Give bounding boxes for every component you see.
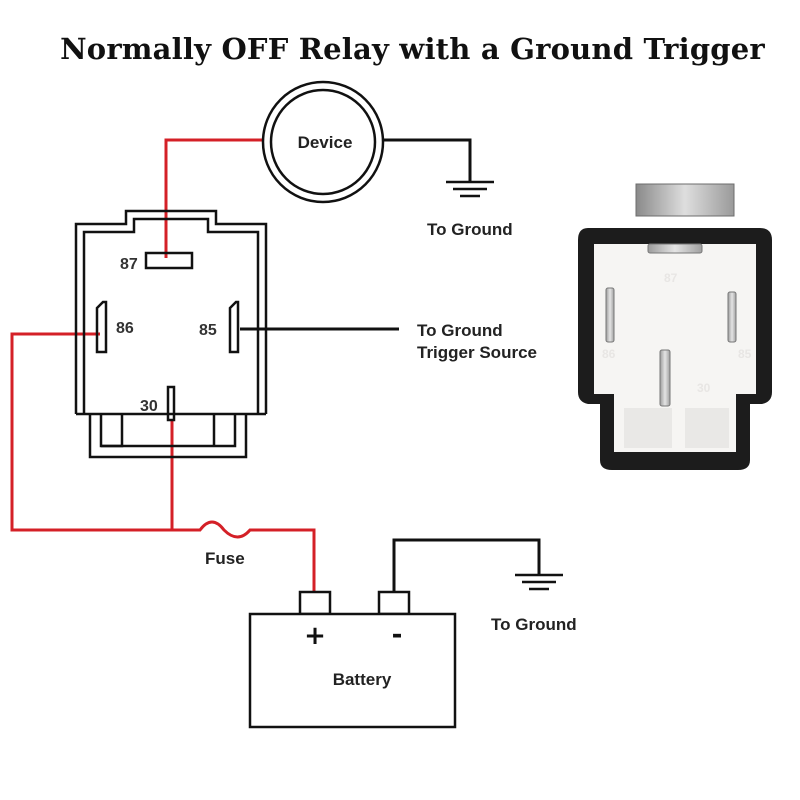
fuse-wire (172, 520, 316, 592)
device-lamp: Device (261, 80, 385, 204)
fuse-label: Fuse (205, 549, 245, 568)
to-ground-trigger-label: To Ground (417, 321, 503, 340)
pin-30-label: 30 (140, 398, 158, 415)
red-wires (10, 138, 316, 592)
relay-schematic (74, 209, 268, 459)
photo-pin-87-label: 87 (664, 271, 678, 285)
to-ground-device-label: To Ground (427, 220, 513, 239)
wire-87-to-device (164, 138, 264, 258)
pin-86-label: 86 (116, 320, 134, 337)
battery-plus-sign: + (304, 621, 326, 651)
pin-87-label: 87 (120, 256, 138, 273)
trigger-source-label: Trigger Source (417, 343, 537, 362)
black-wires (240, 138, 541, 592)
ground-symbol-top (446, 180, 494, 198)
wire-86-to-battery (10, 332, 172, 532)
wire-battery-minus-to-ground (392, 538, 541, 592)
diagram-title: Normally OFF Relay with a Ground Trigger (60, 32, 765, 66)
to-ground-battery-label: To Ground (491, 615, 577, 634)
battery (248, 590, 457, 729)
battery-minus-sign: - (392, 620, 403, 650)
relay-photo: 87 86 85 30 (578, 183, 772, 470)
ground-symbol-battery (515, 573, 563, 591)
device-label: Device (298, 133, 353, 152)
photo-pin-85-label: 85 (738, 347, 752, 361)
battery-label: Battery (333, 670, 392, 689)
wire-device-to-ground (381, 138, 472, 181)
photo-pin-30-label: 30 (697, 381, 711, 395)
pin-85-label: 85 (199, 322, 217, 339)
photo-pin-86-label: 86 (602, 347, 616, 361)
